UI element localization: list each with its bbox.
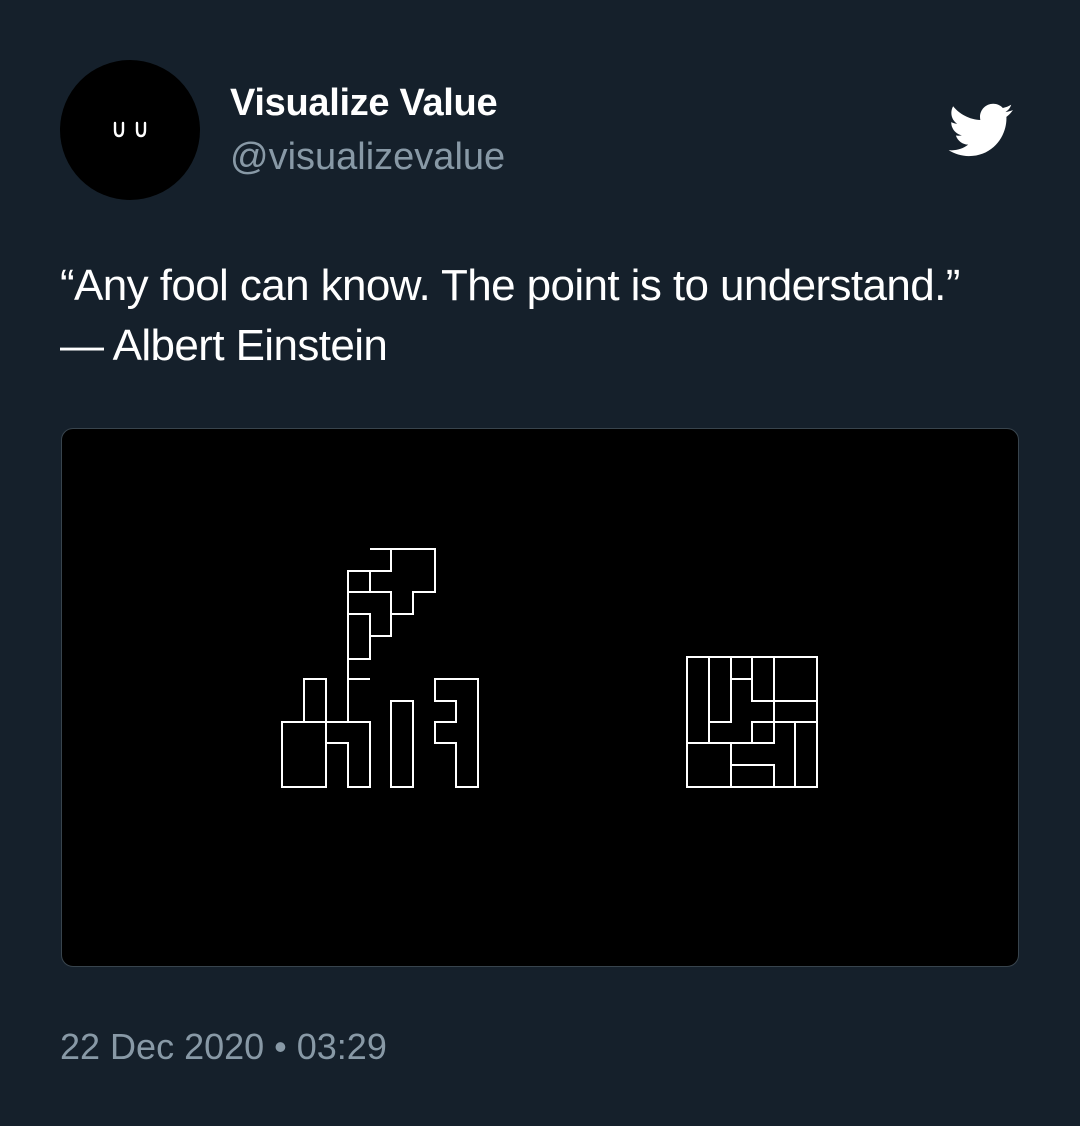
twitter-bird-icon[interactable] bbox=[940, 96, 1020, 164]
pentomino-edge bbox=[687, 742, 732, 787]
tweet-quote-line: “Any fool can know. The point is to unde… bbox=[60, 261, 960, 310]
assembled-pentomino-square bbox=[686, 656, 818, 788]
vv-logo-icon bbox=[113, 121, 147, 138]
pentomino-edge bbox=[709, 657, 732, 723]
pentomino-piece bbox=[369, 548, 436, 615]
pentomino-edge bbox=[752, 721, 796, 787]
pentomino-piece bbox=[434, 678, 479, 788]
tweet-attribution-line: — Albert Einstein bbox=[60, 321, 388, 370]
pentomino-piece bbox=[326, 721, 371, 788]
vv-logo-right-stroke bbox=[135, 121, 147, 138]
display-name[interactable]: Visualize Value bbox=[230, 82, 498, 124]
tweet-media-image[interactable] bbox=[61, 428, 1019, 967]
pentomino-piece bbox=[390, 700, 414, 788]
tweet-timestamp[interactable]: 22 Dec 2020 • 03:29 bbox=[60, 1026, 387, 1067]
pentomino-piece bbox=[303, 679, 348, 723]
pentomino-piece bbox=[347, 570, 370, 593]
tweet-text: “Any fool can know. The point is to unde… bbox=[60, 256, 1040, 376]
pentomino-piece bbox=[347, 613, 370, 680]
scattered-pentomino-pieces bbox=[281, 548, 479, 788]
pentomino-edge bbox=[773, 657, 817, 702]
pentomino-edge bbox=[731, 679, 775, 744]
user-handle[interactable]: @visualizevalue bbox=[230, 136, 506, 178]
pentomino-edge bbox=[731, 764, 775, 787]
vv-logo-left-stroke bbox=[113, 121, 125, 138]
pentomino-edge bbox=[731, 657, 753, 680]
avatar[interactable] bbox=[60, 60, 200, 200]
pentomino-piece bbox=[281, 635, 391, 788]
pentomino-illustration bbox=[281, 548, 818, 788]
